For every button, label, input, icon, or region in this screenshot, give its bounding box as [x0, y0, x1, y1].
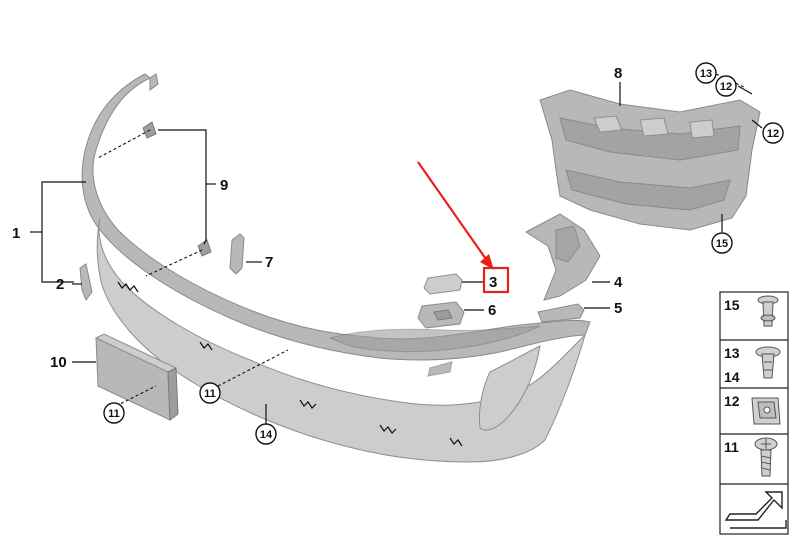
part-4-bracket: [525, 213, 601, 301]
callout-4: 4: [614, 274, 623, 291]
callout-9: 9: [220, 177, 228, 194]
parts-table: 15 13 14 12 11: [719, 291, 789, 535]
callout-11-plate: 11: [108, 408, 120, 420]
table-label-15: 15: [724, 297, 740, 313]
part-10-license-plate-base: [94, 333, 179, 421]
highlight-annotation: [417, 161, 510, 294]
part-3-cover: [423, 273, 463, 295]
callout-14: 14: [260, 429, 273, 441]
part-8-bumper-carrier: [539, 89, 761, 231]
table-label-12: 12: [724, 393, 740, 409]
part-9-lower-bracket: [197, 239, 212, 257]
table-label-13: 13: [724, 345, 740, 361]
callout-6: 6: [488, 302, 496, 319]
callout-12-right: 12: [767, 128, 779, 140]
table-label-14: 14: [724, 369, 740, 385]
callout-7: 7: [265, 254, 273, 271]
part-7-bracket: [229, 233, 245, 275]
callout-11-bumper: 11: [204, 388, 216, 400]
view-direction-icon: [724, 491, 787, 529]
part-2-trim: [79, 263, 93, 302]
callout-10: 10: [50, 354, 67, 371]
clip-nut-icon: [751, 397, 781, 425]
leader-lines: [30, 73, 763, 424]
expanding-nut-icon: [755, 346, 781, 379]
callout-13: 13: [700, 68, 712, 80]
callout-2: 2: [56, 276, 64, 293]
callout-15: 15: [716, 238, 728, 250]
callout-12-top: 12: [720, 81, 732, 93]
callout-1: 1: [12, 225, 20, 242]
bumper-panel: [81, 73, 591, 463]
callout-5: 5: [614, 300, 622, 317]
callout-3: 3: [489, 274, 497, 291]
callout-8: 8: [614, 65, 622, 82]
highlight-box: [482, 266, 510, 294]
table-label-11: 11: [724, 439, 739, 455]
part-5-strip: [537, 303, 585, 323]
push-rivet-icon: [757, 295, 779, 327]
screw-icon: [754, 437, 778, 477]
